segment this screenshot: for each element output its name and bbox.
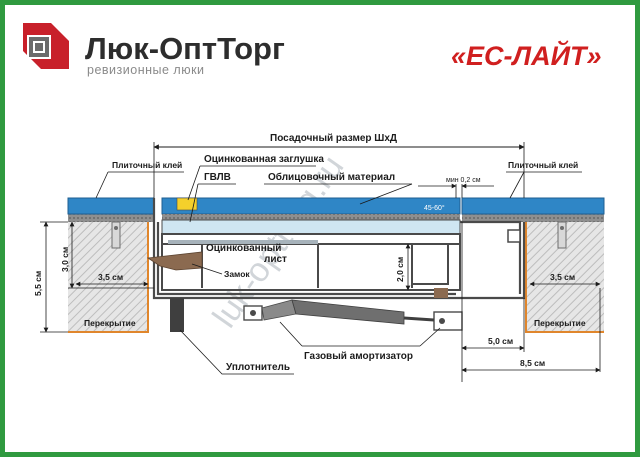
door-glue (162, 214, 460, 220)
ceiling-left (68, 220, 149, 333)
label-angle: 45-60° (424, 204, 445, 212)
label-galv-plug: Оцинкованная заглушка (204, 154, 324, 165)
label-3-0: 3,0 см (60, 247, 70, 272)
label-3-5-left: 3,5 см (98, 272, 123, 282)
door-facing-tile (161, 197, 461, 215)
brand-name: Люк-ОптТорг (85, 31, 285, 66)
label-5-5: 5,5 см (33, 271, 43, 296)
label-5-0: 5,0 см (488, 336, 513, 346)
brand-tagline: ревизионные люки (87, 63, 205, 77)
dim-seat-size: Посадочный размер ШхД (153, 133, 525, 198)
product-title: «ЕС-ЛАЙТ» (451, 41, 602, 71)
seal-right (434, 288, 448, 298)
label-gas-spring: Газовый амортизатор (304, 351, 413, 362)
leader-lock (191, 263, 223, 275)
anchor-left (111, 221, 121, 249)
tile-glue-right (462, 214, 604, 222)
label-lock: Замок (224, 269, 250, 279)
label-2-0: 2,0 см (395, 257, 405, 282)
dim-2-0: 2,0 см (395, 243, 411, 291)
leader-labels-bottom (179, 321, 441, 375)
hinge-bracket (507, 229, 521, 243)
leader-labels-top (95, 165, 582, 223)
label-seal: Уплотнитель (226, 362, 290, 373)
label-tile-glue-right: Плиточный клей (508, 160, 578, 170)
galv-sheet (168, 240, 318, 244)
label-8-5: 8,5 см (520, 358, 545, 368)
label-ceiling-right: Перекрытие (534, 318, 586, 328)
seal (170, 298, 184, 332)
label-seat-size: Посадочный размер ШхД (270, 133, 397, 144)
gvlv-board (161, 219, 461, 235)
label-facing-material: Облицовочный материал (268, 171, 395, 183)
gas-spring (243, 299, 463, 331)
label-min-gap: мин 0,2 см (446, 177, 481, 184)
lyuk-opttorg-logo-icon (23, 23, 69, 69)
dim-left (40, 221, 154, 333)
dim-right (461, 222, 601, 382)
label-3-5-right: 3,5 см (550, 272, 575, 282)
label-gvlv: ГВЛВ (204, 172, 231, 183)
tile-left (67, 197, 155, 215)
galv-plug (176, 197, 198, 211)
label-tile-glue-left: Плиточный клей (112, 160, 182, 170)
label-galv-sheet: Оцинкованный лист (206, 243, 287, 265)
label-galv-sheet-line2: лист (264, 254, 287, 265)
lock (146, 251, 203, 271)
label-ceiling-left: Перекрытие (84, 318, 136, 328)
dim-min-gap: мин 0,2 см (418, 177, 494, 198)
fixed-frame (152, 198, 526, 300)
tile-right (461, 197, 605, 215)
tile-glue-left (68, 214, 154, 222)
anchor-right (557, 221, 567, 249)
label-galv-sheet-line1: Оцинкованный (206, 243, 281, 254)
